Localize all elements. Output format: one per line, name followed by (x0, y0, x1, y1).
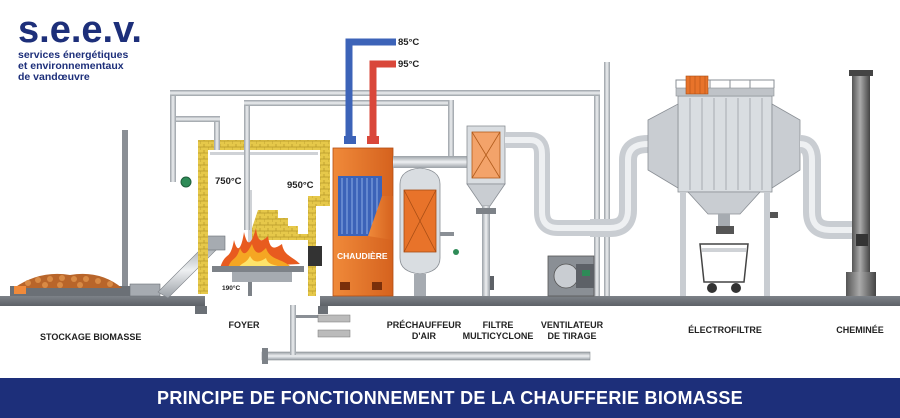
boiler-label: CHAUDIÈRE (337, 251, 388, 261)
label-cyclone-line2: MULTICYCLONE (462, 331, 534, 341)
temp-hot-water-supply: 85°C (398, 37, 420, 48)
boiler (332, 147, 394, 297)
label-fan-line1: VENTILATEUR (540, 320, 604, 330)
temp-furnace-chamber: 950°C (287, 180, 314, 191)
hot-water-pipes (344, 38, 396, 144)
logo-tagline-1: services énergétiques (18, 49, 129, 61)
seev-logo: s.e.e.v. services énergétiques et enviro… (18, 10, 142, 83)
logo-brand: s.e.e.v. (18, 9, 142, 51)
logo-tagline-3: de vandœuvre (18, 71, 90, 83)
label-chimney: CHEMINÉE (836, 325, 884, 335)
label-storage: STOCKAGE BIOMASSE (40, 332, 142, 342)
flue-duct-4 (799, 135, 852, 239)
temp-grate: 190°C (222, 285, 241, 292)
label-preheater-line1: PRÉCHAUFFEUR (386, 320, 462, 330)
diagram-title-banner: PRINCIPE DE FONCTIONNEMENT DE LA CHAUFFE… (0, 378, 900, 418)
label-preheater-line2: D'AIR (411, 331, 437, 341)
label-furnace: FOYER (228, 320, 260, 330)
temp-furnace-top: 750°C (215, 176, 242, 187)
label-electrofilter: ÉLECTROFILTRE (688, 325, 762, 335)
ground-slab (0, 296, 900, 314)
flue-duct-1 (393, 156, 473, 168)
furnace (198, 140, 330, 296)
label-fan: VENTILATEUR DE TIRAGE (534, 320, 610, 342)
label-cyclone-line1: FILTRE (482, 320, 514, 330)
electrofilter (647, 75, 801, 296)
chimney (846, 70, 876, 296)
draft-fan (547, 255, 595, 297)
flue-duct-2 (505, 132, 590, 236)
label-fan-line2: DE TIRAGE (547, 331, 597, 341)
logo-tagline-2: et environnementaux (18, 60, 124, 72)
biomass-storage (10, 130, 161, 297)
temp-hot-water-return: 95°C (398, 59, 420, 70)
flames (220, 228, 300, 268)
label-cyclone: FILTRE MULTICYCLONE (460, 320, 536, 342)
ash-conveyor (261, 305, 591, 364)
multicyclone (466, 125, 506, 296)
label-preheater: PRÉCHAUFFEUR D'AIR (386, 320, 462, 342)
flue-duct-3 (590, 135, 649, 237)
air-preheater (399, 167, 459, 296)
